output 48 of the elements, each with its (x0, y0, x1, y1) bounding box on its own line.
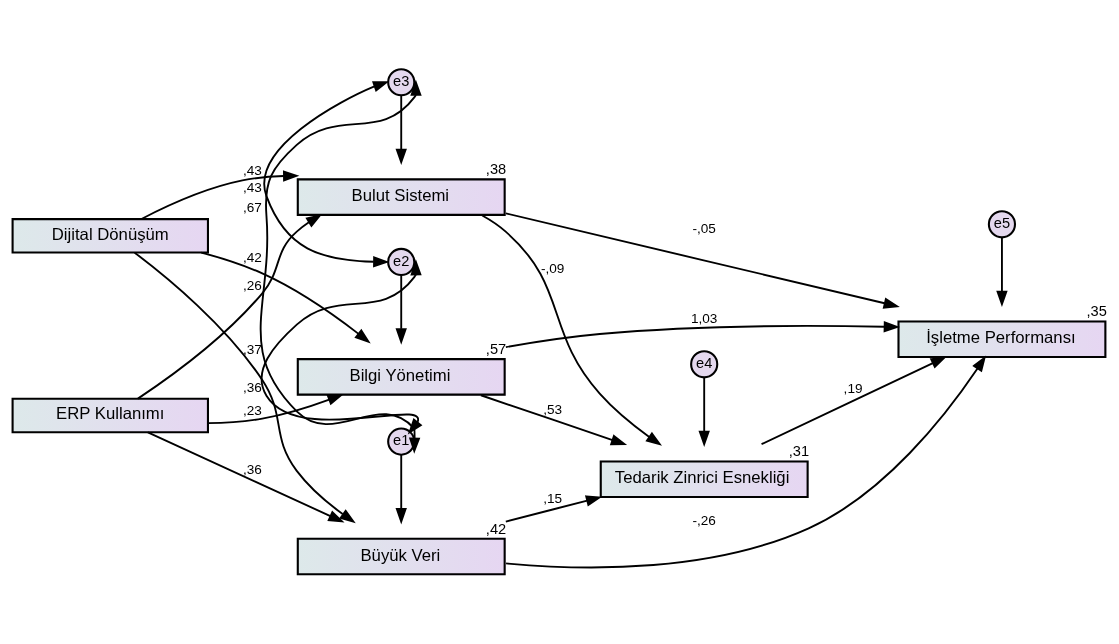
arrow (136, 214, 323, 400)
arrow (395, 94, 407, 165)
arrow (395, 274, 407, 345)
edge-label: -,05 (692, 221, 716, 237)
node-circle: e2 (387, 247, 416, 277)
edge-label: ,43 (242, 180, 262, 196)
node-circle: e3 (387, 68, 416, 97)
node-box: Dijital Dönüşüm (11, 218, 209, 254)
arrow (260, 259, 423, 435)
arrow (760, 356, 947, 446)
arrow (140, 170, 300, 220)
edge-label: ,19 (843, 380, 863, 396)
edge-label: ,53 (543, 401, 563, 417)
arrow (395, 453, 407, 525)
edge-label: -,09 (541, 260, 565, 276)
arrow (504, 495, 603, 523)
edge-label: ,15 (543, 490, 563, 506)
node-label: ,57 (485, 341, 507, 358)
edge-label: ,43 (242, 162, 262, 178)
arrow (698, 376, 710, 448)
edge-label: 1,03 (690, 310, 718, 326)
node-label: ,42 (485, 520, 507, 537)
arrow (505, 355, 987, 569)
edge-label: -,26 (692, 512, 716, 528)
arrow (481, 214, 663, 446)
node-circle: e4 (690, 350, 719, 379)
edge-label: ,23 (242, 402, 262, 418)
node-box: ERP Kullanımı (11, 397, 209, 434)
arrow (200, 251, 371, 344)
edge-label: ,42 (242, 250, 262, 266)
arrow (133, 251, 356, 524)
node-circle: e1 (387, 427, 416, 456)
node-label: ,35 (1086, 303, 1107, 320)
node-label: ,31 (788, 443, 810, 460)
arrow (146, 431, 345, 523)
node-label: ,38 (485, 161, 507, 178)
edge-label: ,67 (242, 200, 262, 216)
arrow (504, 212, 900, 309)
edge-label: ,36 (242, 379, 262, 395)
edge-label: ,26 (242, 277, 262, 293)
edge-label: ,36 (242, 462, 262, 478)
arrow (207, 394, 344, 425)
arrow (480, 394, 628, 446)
arrow (263, 81, 390, 268)
arrow (996, 236, 1008, 308)
edge-label: ,37 (242, 342, 262, 358)
arrow (504, 321, 901, 349)
node-circle: e5 (987, 210, 1017, 239)
